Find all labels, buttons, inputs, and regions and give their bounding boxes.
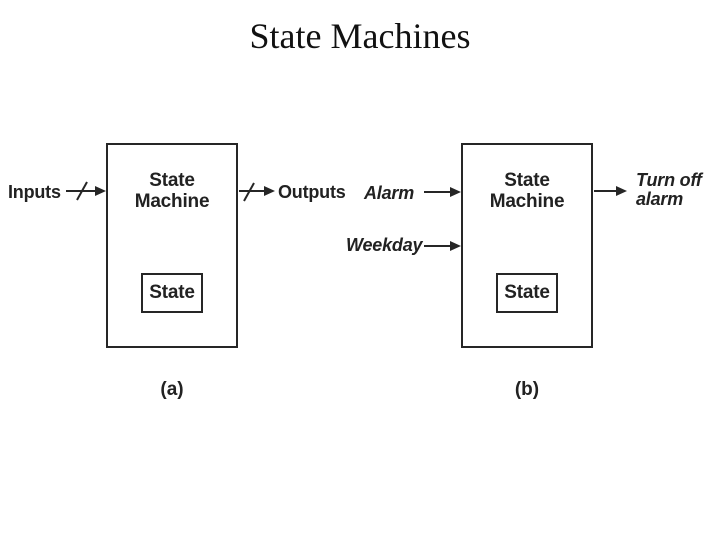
inputs-label: Inputs bbox=[8, 182, 61, 202]
state-machine-label-a: State Machine bbox=[108, 170, 236, 212]
alarm-arrow bbox=[424, 187, 461, 197]
machine-label-line2: Machine bbox=[489, 191, 565, 212]
outputs-label: Outputs bbox=[278, 182, 346, 202]
state-machine-label-b: State Machine bbox=[463, 170, 591, 212]
machine-label-line2: Machine bbox=[134, 191, 210, 212]
turn-off-alarm-line2: alarm bbox=[636, 189, 684, 209]
state-machine-box-b: State Machine State bbox=[461, 143, 593, 348]
state-register-label: State bbox=[149, 282, 195, 303]
caption-b: (b) bbox=[514, 379, 540, 400]
turn-off-alarm-line1: Turn off bbox=[636, 170, 702, 190]
turn-off-alarm-label: Turn off alarm bbox=[636, 171, 702, 209]
state-register-box-b: State bbox=[496, 273, 558, 313]
inputs-arrow bbox=[66, 181, 106, 201]
machine-label-line1: State bbox=[504, 170, 550, 191]
state-machine-box-a: State Machine State bbox=[106, 143, 238, 348]
machine-label-line1: State bbox=[149, 170, 195, 191]
caption-a: (a) bbox=[160, 379, 184, 400]
state-register-label: State bbox=[504, 282, 550, 303]
alarm-label: Alarm bbox=[364, 183, 415, 203]
turn-off-alarm-arrow bbox=[594, 186, 627, 196]
slide-title: State Machines bbox=[249, 16, 471, 56]
weekday-arrow bbox=[424, 241, 461, 251]
weekday-label: Weekday bbox=[346, 235, 423, 255]
outputs-arrow bbox=[239, 182, 275, 202]
state-register-box-a: State bbox=[141, 273, 203, 313]
